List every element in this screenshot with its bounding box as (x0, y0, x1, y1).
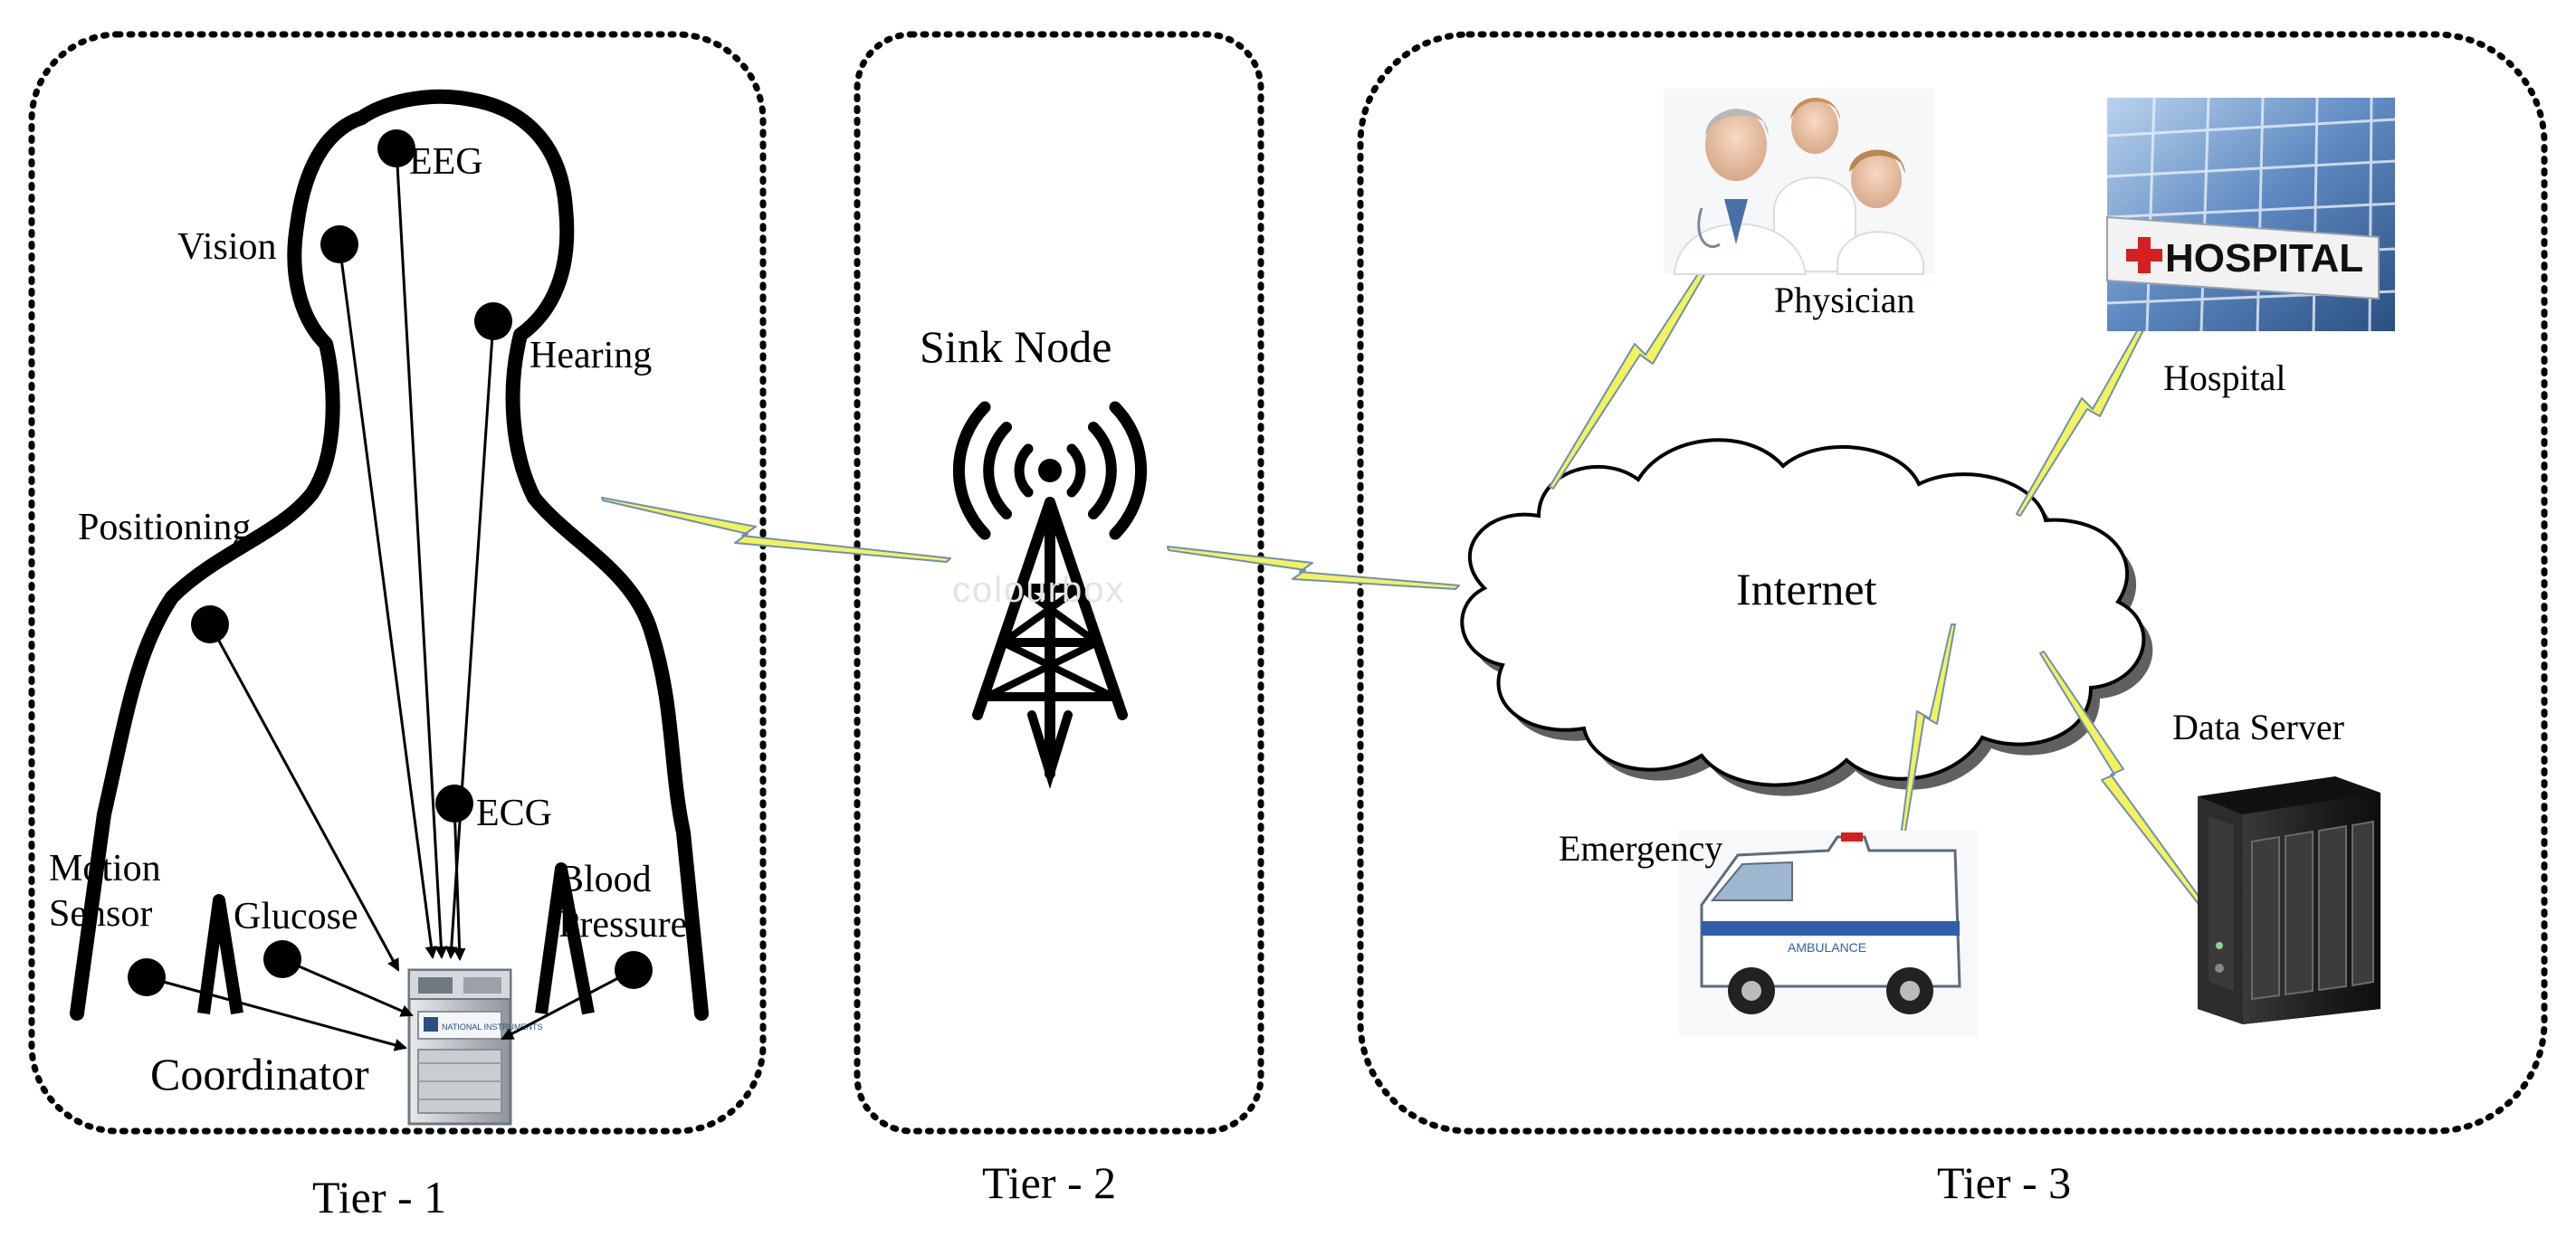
blood-pressure-link (501, 968, 634, 1041)
data-server-image (2198, 776, 2380, 1024)
eeg-label: EEG (409, 141, 483, 183)
glucose-label: Glucose (234, 896, 358, 937)
watermark-text: colourbox (952, 570, 1126, 610)
tier-1-boundary (28, 31, 767, 1135)
sink-node-tower-icon (952, 401, 1148, 790)
motion-sensor-label: Motion Sensor (49, 848, 161, 935)
vision-link (338, 243, 438, 959)
lightning-link-internet-to-hospital (2016, 316, 2150, 517)
hospital-label: Hospital (2163, 357, 2286, 398)
internet-cloud (1460, 438, 2153, 796)
lightning-link-sink-to-internet (1167, 546, 1460, 590)
glucose-sensor-node (263, 940, 301, 978)
physician-image (1664, 89, 1935, 275)
eeg-link (395, 147, 448, 959)
data-server-label: Data Server (2172, 707, 2344, 747)
ecg-sensor-node (435, 785, 473, 823)
hospital-image: HOSPITAL (2106, 97, 2396, 332)
internet-label: Internet (1736, 564, 1877, 614)
sensor-nodes (128, 129, 653, 996)
coordinator-label: Coordinator (150, 1049, 369, 1099)
vision-label: Vision (177, 226, 277, 268)
blood-pressure-label: Blood Pressure (558, 859, 688, 946)
tier-2-boundary (854, 31, 1264, 1135)
vision-sensor-node (320, 225, 358, 263)
emergency-label: Emergency (1559, 828, 1723, 869)
positioning-sensor-node (191, 605, 229, 643)
glucose-link (281, 957, 414, 1017)
positioning-label: Positioning (78, 507, 252, 548)
svg-text:NATIONAL INSTRUMENTS: NATIONAL INSTRUMENTS (442, 1022, 543, 1032)
hearing-sensor-node (474, 302, 512, 340)
ecg-label: ECG (476, 793, 552, 834)
sensor-links (146, 147, 634, 1051)
motion-sensor-node (128, 958, 166, 996)
right-arm-outline (535, 862, 595, 1015)
eeg-sensor-node (377, 129, 415, 167)
human-body-outline (70, 89, 709, 1021)
left-arm-outline (197, 894, 243, 1015)
ecg-link (453, 803, 466, 961)
motion-link (146, 975, 407, 1051)
tier-3-label: Tier - 3 (1937, 1157, 2072, 1208)
positioning-link (208, 623, 400, 972)
tier-1-label: Tier - 1 (312, 1172, 447, 1222)
ambulance-image: AMBULANCE (1679, 831, 1978, 1037)
hospital-sign-text: HOSPITAL (2165, 236, 2363, 281)
hearing-label: Hearing (530, 335, 653, 376)
ambulance-side-text: AMBULANCE (1788, 940, 1866, 955)
physician-label: Physician (1774, 280, 1915, 320)
hearing-link (444, 320, 495, 959)
tier-2-label: Tier - 2 (982, 1157, 1117, 1208)
lightning-link-body-to-sink (601, 497, 951, 563)
coordinator-device: NATIONAL INSTRUMENTS (407, 968, 543, 1126)
blood-pressure-sensor-node (615, 951, 653, 989)
sink-node-label: Sink Node (920, 321, 1112, 372)
